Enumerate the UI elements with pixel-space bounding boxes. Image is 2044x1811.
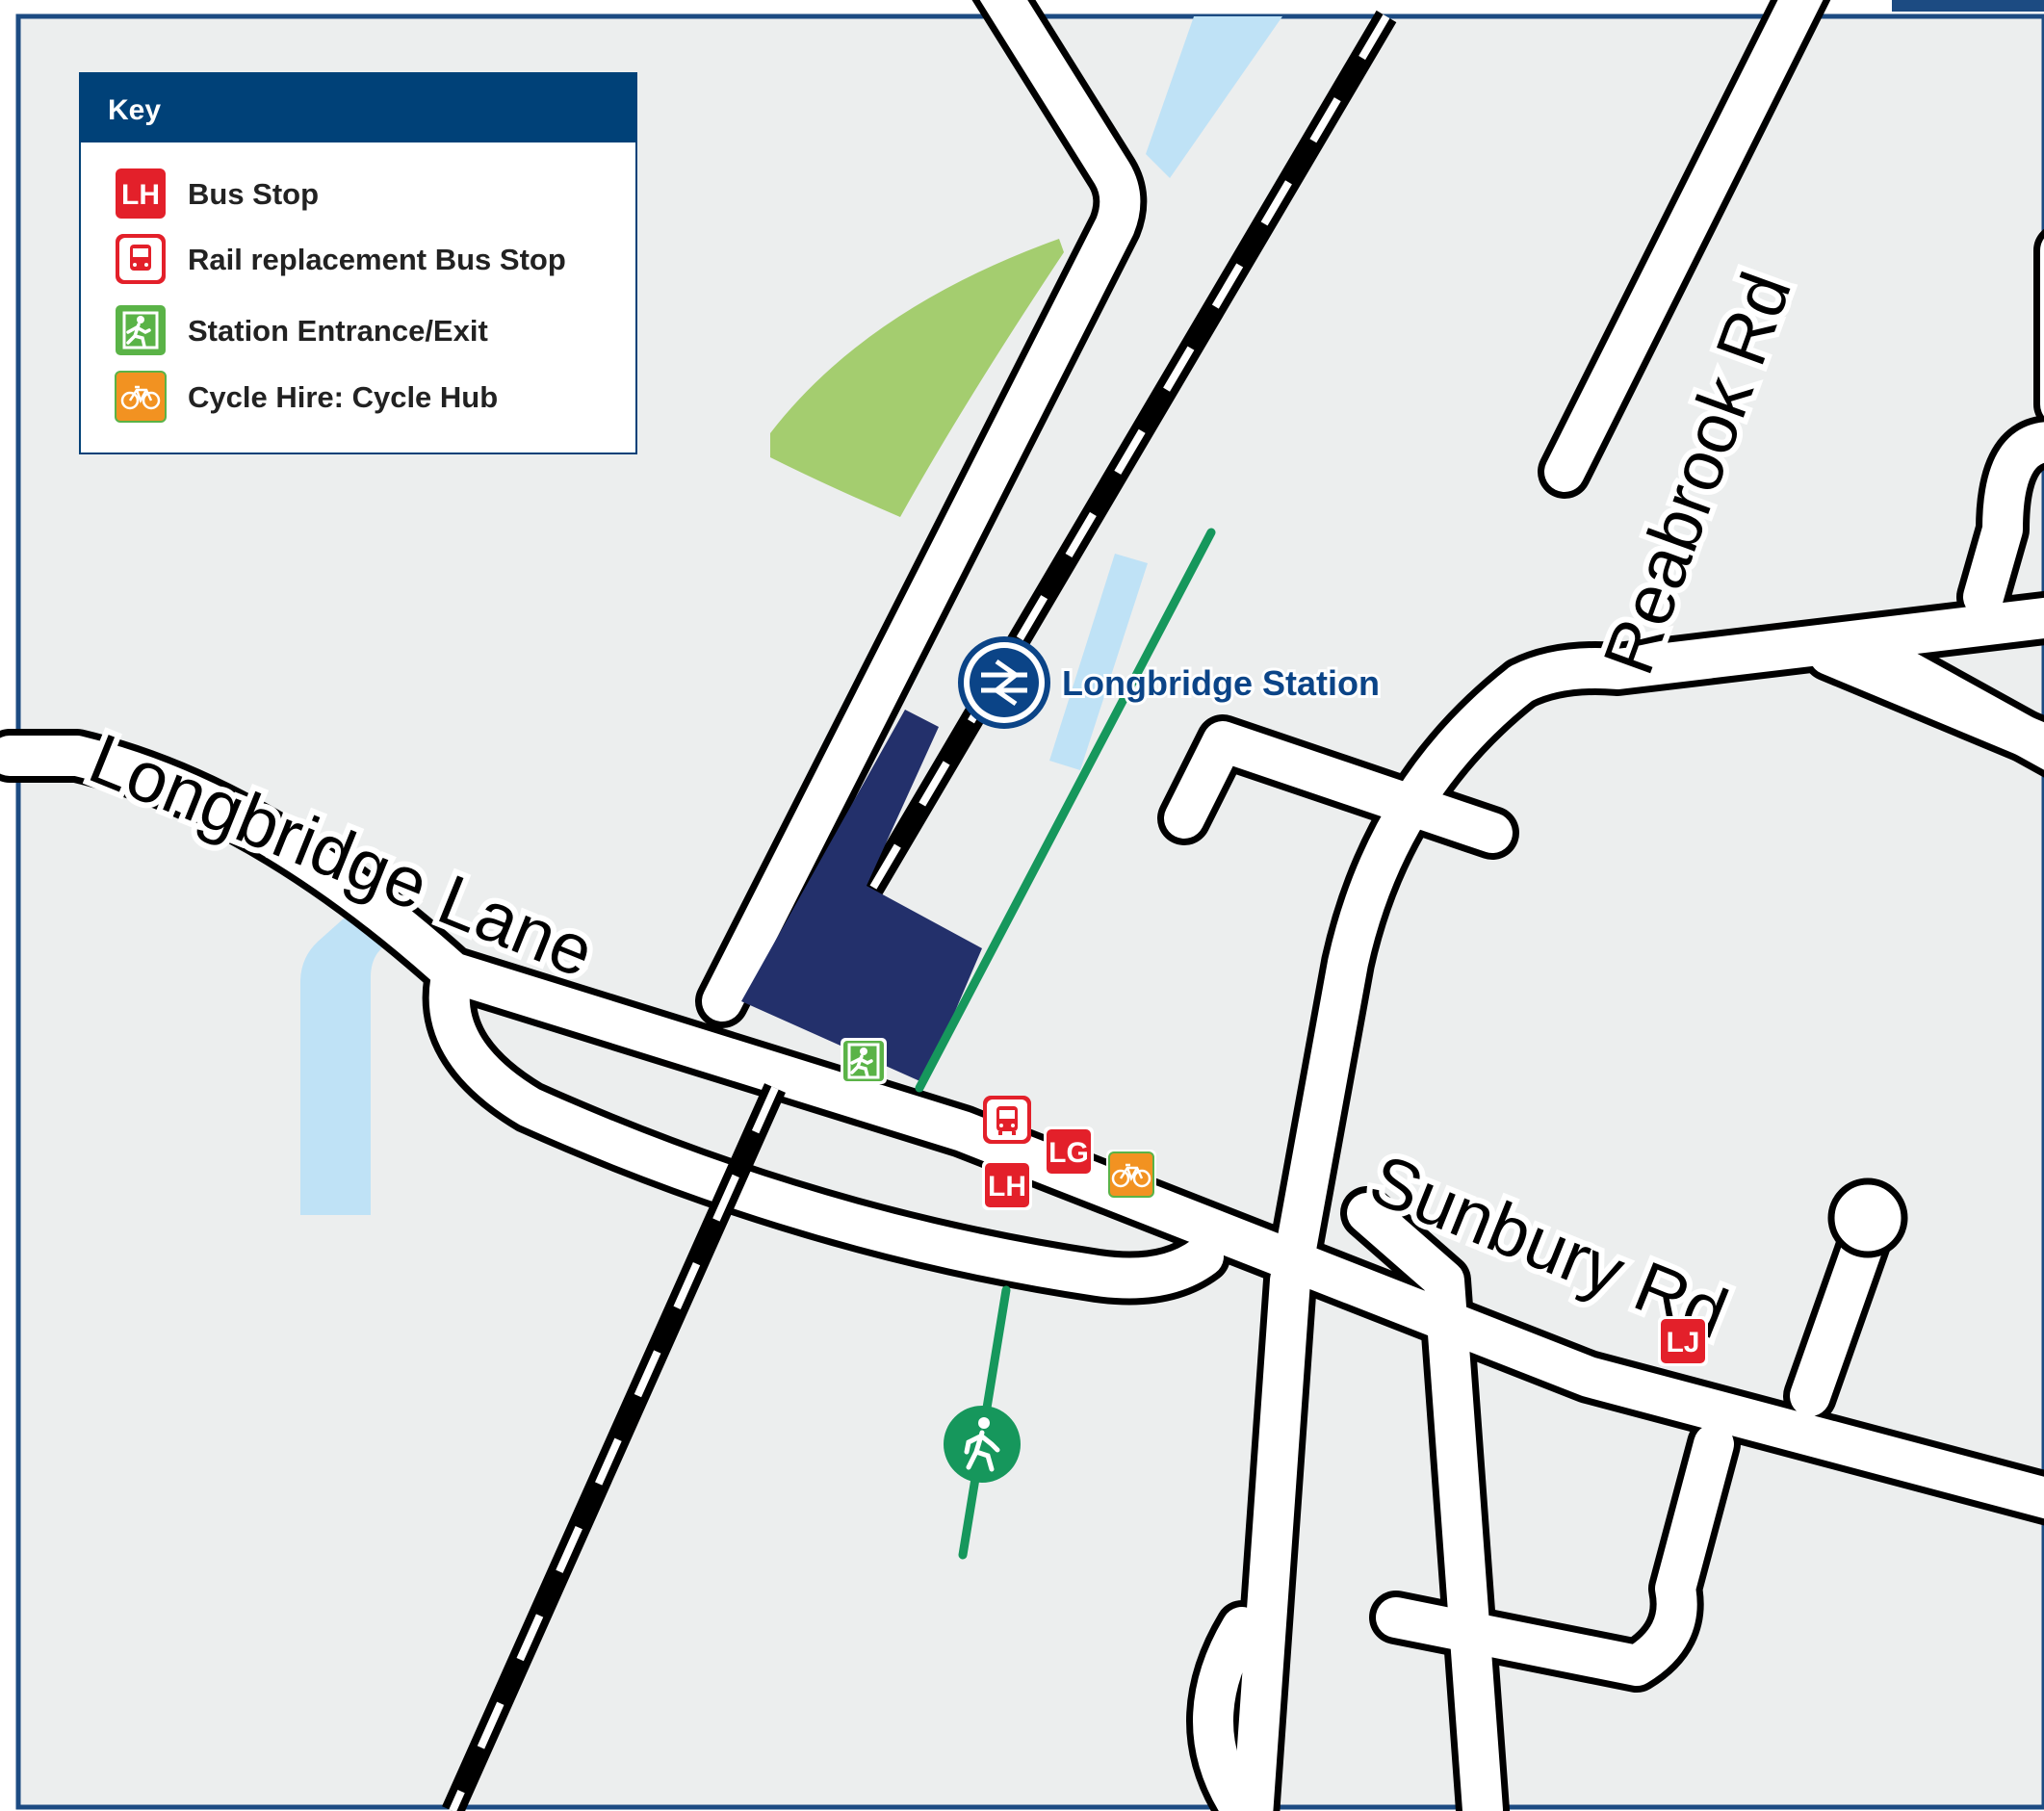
bus-stop-marker-lh[interactable]: LH [982, 1160, 1032, 1210]
station-label: Longbridge Station [1062, 663, 1380, 703]
key-label-rail-replacement: Rail replacement Bus Stop [188, 243, 566, 276]
svg-text:LH: LH [121, 179, 160, 211]
walking-route-icon [944, 1406, 1021, 1483]
key-label-cycle-hire: Cycle Hire: Cycle Hub [188, 380, 498, 414]
water-north [1146, 16, 1282, 178]
rail-replacement-bus-marker[interactable] [983, 1096, 1031, 1144]
map-key: Key LH Bus Stop Rail replacement Bus Sto… [79, 72, 637, 454]
key-rail-replacement-bus-icon [116, 234, 166, 284]
water-west-channel [300, 886, 414, 1215]
frame-corner-tab [1892, 0, 2044, 12]
water-station-pond [1049, 554, 1148, 770]
railway-line [442, 10, 1397, 1811]
key-cycle-hire-icon [115, 371, 167, 423]
key-label-station-exit: Station Entrance/Exit [188, 314, 488, 348]
cul-de-sac [1827, 1177, 1908, 1258]
svg-text:LJ: LJ [1666, 1327, 1699, 1358]
bus-stop-marker-lj[interactable]: LJ [1658, 1316, 1708, 1366]
station-building [741, 710, 982, 1083]
key-bus-stop-icon: LH [116, 168, 166, 219]
water-bodies [300, 16, 1282, 1215]
station-exit-marker[interactable] [841, 1038, 887, 1084]
park-area [770, 239, 1064, 517]
svg-text:LH: LH [988, 1171, 1026, 1203]
national-rail-icon [958, 636, 1050, 729]
key-label-bus-stop: Bus Stop [188, 177, 319, 211]
key-header [80, 73, 636, 142]
key-title: Key [108, 94, 161, 126]
svg-text:LG: LG [1048, 1137, 1089, 1169]
cycle-hire-marker[interactable] [1106, 1150, 1156, 1200]
bus-stop-marker-lg[interactable]: LG [1044, 1126, 1094, 1177]
key-station-exit-icon [116, 305, 166, 355]
